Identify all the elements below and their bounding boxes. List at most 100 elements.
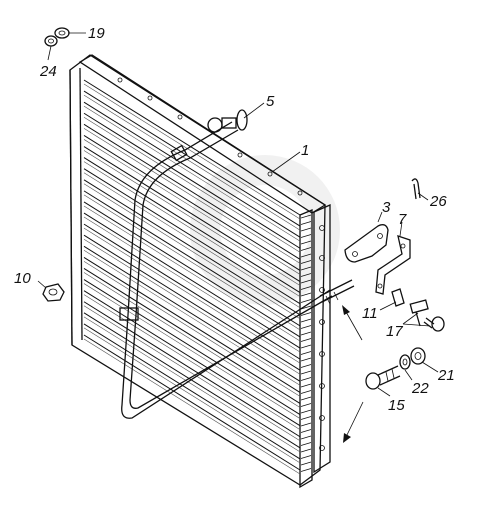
fin-line [300,240,312,245]
slat-shadow [83,161,301,297]
core-fins [300,214,312,472]
fin-line [300,305,312,310]
slat-shadow [83,238,301,375]
slat-shadow [83,83,301,220]
tube-coupling [170,144,188,162]
part-21-nut [410,347,426,365]
fin-line [300,318,312,323]
fin-line [300,455,312,459]
fin-line [300,416,312,420]
slat-shadow [83,305,301,441]
slat-shadow [83,216,301,353]
slat-shadow [83,316,301,453]
fin-line [300,312,312,316]
slat-edge [83,234,301,371]
fin-line [300,253,312,258]
slat-edge [83,123,301,260]
callout-11: 11 [362,305,378,322]
fin-line [300,390,312,394]
fin-line [300,429,312,433]
slat-edge [83,223,301,360]
fin-line [300,227,312,232]
fin-line [300,351,312,355]
fin-line [300,279,312,284]
part-26-cotter-pin [411,178,421,200]
part-17-bolt-b [423,316,445,332]
top-rail-holes [117,77,303,196]
fin-line [300,266,312,271]
fin-line [300,357,312,362]
callout-22: 22 [411,380,429,397]
callout-15: 15 [388,397,405,414]
slat-edge [83,79,301,216]
fin-line [300,448,312,453]
slat-shadow [83,194,301,331]
slat-shadow [83,94,301,231]
callout-labels: 1 3 5 7 10 11 15 17 19 21 22 24 26 [14,25,455,414]
fin-line [300,234,312,238]
slat-shadow [83,283,301,419]
fin-line [300,409,312,414]
assembly-arrows [342,305,364,443]
part-3-bracket [344,224,389,263]
louvre-slats [83,79,301,475]
slat-edge [83,268,301,404]
panel-top-rail [78,54,327,214]
slat-edge [83,157,301,294]
slat-edge [83,112,301,249]
slat-edge [83,135,301,271]
slat-edge [83,279,301,415]
fin-line [300,377,312,381]
slat-shadow [83,261,301,397]
slat-edge [83,90,301,227]
slat-edge [83,245,301,382]
slat-shadow [83,338,301,475]
slat-shadow [83,117,301,253]
callout-24: 24 [39,63,57,80]
fin-line [300,338,312,342]
slat-shadow [83,327,301,464]
fin-line [300,260,312,264]
slat-shadow [83,172,301,308]
callout-21: 21 [437,367,455,384]
slat-shadow [83,105,301,242]
slat-edge [83,212,301,349]
fin-line [300,286,312,290]
part-15-bolt [365,365,401,390]
callout-10: 10 [14,270,31,287]
fin-line [300,299,312,303]
part-17-bolt-a [409,299,429,327]
fin-line [300,396,312,401]
slat-edge [83,290,301,427]
slat-edge [83,201,301,338]
part-10-nut [42,283,65,302]
coolant-tube [119,121,355,419]
callout-1: 1 [301,142,309,159]
slat-shadow [83,250,301,386]
fin-line [300,344,312,349]
slat-edge [83,334,301,471]
slat-shadow [83,227,301,364]
part-19-nut [54,27,70,39]
radiator-panel [69,54,331,489]
fin-line [300,364,312,368]
slat-edge [83,190,301,327]
slat-edge [83,323,301,460]
slat-shadow [83,272,301,408]
slat-shadow [83,128,301,264]
fin-line [300,422,312,427]
fin-line [300,221,312,225]
callout-5: 5 [266,93,275,110]
slat-shadow [83,205,301,342]
fin-line [300,292,312,297]
part-22-washer [399,354,411,370]
slat-shadow [83,294,301,430]
fin-line [300,370,312,375]
valve-handwheel [236,109,248,131]
leader-lines [37,32,439,397]
fin-line [300,214,312,219]
slat-edge [83,101,301,238]
mounting-flange [313,204,331,474]
slat-edge [83,301,301,438]
